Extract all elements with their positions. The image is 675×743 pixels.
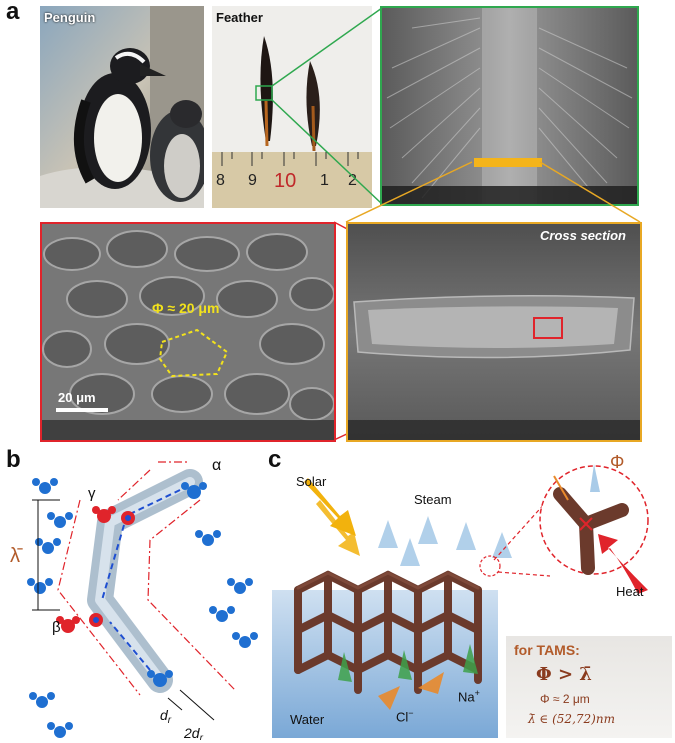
lambda-bar-label: λ̄: [10, 545, 23, 567]
sodium-charge: +: [474, 688, 480, 698]
sem-feather-barb-image: [380, 6, 639, 206]
heat-label: Heat: [616, 584, 644, 599]
tams-lambda-range: λ̄ ∈ (52,72)nm: [528, 712, 615, 726]
scale-bar-label: 20 μm: [58, 390, 96, 405]
phi-label: Φ: [610, 452, 625, 472]
ruler-number-2: 2: [348, 172, 357, 189]
panel-c-letter: c: [268, 446, 282, 473]
steam-label: Steam: [414, 492, 452, 507]
tams-condition: Φ > λ̄: [536, 664, 592, 685]
panel-b-letter: b: [6, 446, 21, 473]
gamma-label: γ: [88, 485, 96, 502]
penguin-label: Penguin: [44, 10, 96, 25]
beta-label: β: [52, 619, 61, 636]
svg-text:2dr: 2dr: [183, 725, 204, 740]
ruler-number-8: 8: [216, 172, 225, 189]
penguin-photo: Penguin: [40, 6, 204, 208]
feather-label: Feather: [216, 10, 263, 25]
panel-c-diagram: [272, 464, 672, 738]
two-d-r-label: 2d: [183, 725, 201, 740]
panel-b-diagram: α γ β λ̄ dr 2dr: [10, 457, 258, 740]
water-label: Water: [290, 712, 325, 727]
tams-phi-value: Φ ≈ 2 μm: [540, 692, 590, 706]
water-molecules: [27, 478, 258, 738]
chloride-label: Cl−: [396, 708, 414, 725]
ruler-number-9: 9: [248, 172, 257, 189]
d-r-label: d: [160, 707, 169, 723]
sem-pores-image: Φ ≈ 20 μm 20 μm: [40, 222, 336, 442]
two-d-r-subscript: r: [200, 733, 204, 740]
pore-diameter-label: Φ ≈ 20 μm: [152, 300, 220, 316]
sem-cross-section-image: Cross section: [346, 222, 642, 442]
cross-section-label: Cross section: [540, 228, 626, 243]
svg-text:dr: dr: [160, 707, 172, 726]
solar-label: Solar: [296, 474, 327, 489]
alpha-label: α: [212, 457, 221, 474]
chloride-charge: −: [408, 708, 414, 718]
feather-photo: Feather 8 9 10 1 2: [212, 6, 372, 208]
tams-title: for TAMS:: [514, 642, 580, 658]
sodium-label: Na+: [458, 688, 480, 705]
ruler-number-10: 10: [274, 170, 297, 192]
d-r-subscript: r: [168, 715, 172, 726]
ruler-number-1: 1: [320, 172, 329, 189]
panel-a-letter: a: [6, 0, 20, 25]
